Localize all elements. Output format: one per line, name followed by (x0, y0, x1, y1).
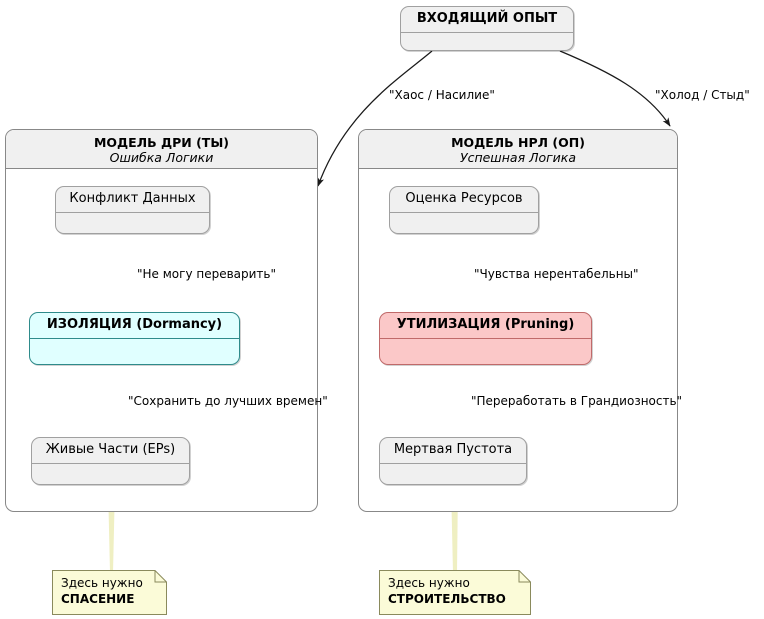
note-construction-line2: СТРОИТЕЛЬСТВО (388, 592, 506, 606)
node-ocenka-resursov-label: Оценка Ресурсов (390, 187, 538, 213)
node-utilizaciya-pruning-label: УТИЛИЗАЦИЯ (Pruning) (380, 313, 591, 339)
node-mertvaya-pustota[interactable]: Мертвая Пустота (379, 437, 527, 485)
note-shape (379, 570, 531, 615)
package-nrl-header: МОДЕЛЬ НРЛ (ОП) Успешная Логика (359, 130, 677, 169)
package-dri-subtitle: Ошибка Логики (109, 150, 214, 165)
note-construction-line1: Здесь нужно (388, 576, 470, 590)
node-konflikt-dannyh[interactable]: Конфликт Данных (55, 186, 210, 234)
node-utilizaciya-pruning[interactable]: УТИЛИЗАЦИЯ (Pruning) (379, 312, 592, 365)
note-rescue-line2: СПАСЕНИЕ (61, 592, 135, 606)
package-dri-header: МОДЕЛЬ ДРИ (ТЫ) Ошибка Логики (6, 130, 317, 169)
edge-label-cannot-digest: "Не могу переварить" (137, 267, 277, 281)
edge-source-to-dri (317, 50, 433, 187)
node-body (390, 213, 538, 233)
node-mertvaya-pustota-label: Мертвая Пустота (380, 438, 526, 464)
edge-label-rework-into-grandiosity: "Переработать в Грандиозность" (471, 394, 683, 408)
node-izolyaciya-dormancy[interactable]: ИЗОЛЯЦИЯ (Dormancy) (29, 312, 240, 365)
node-body (401, 33, 573, 53)
note-construction-text: Здесь нужно СТРОИТЕЛЬСТВО (379, 570, 518, 612)
note-rescue-text: Здесь нужно СПАСЕНИЕ (52, 570, 155, 612)
package-nrl-subtitle: Успешная Логика (459, 150, 577, 165)
node-source-experience-label: ВХОДЯЩИЙ ОПЫТ (401, 7, 573, 33)
note-rescue-line1: Здесь нужно (61, 576, 143, 590)
node-body (380, 464, 526, 484)
edge-label-save-for-better-times: "Сохранить до лучших времен" (128, 394, 328, 408)
node-konflikt-dannyh-label: Конфликт Данных (56, 187, 209, 213)
node-source-experience[interactable]: ВХОДЯЩИЙ ОПЫТ (400, 6, 574, 51)
note-construction[interactable]: Здесь нужно СТРОИТЕЛЬСТВО (379, 570, 531, 615)
note-shape (52, 570, 167, 615)
edge-source-to-nrl (559, 50, 671, 127)
edge-label-chaos-violence: "Хаос / Насилие" (389, 88, 495, 102)
edge-label-cold-shame: "Холод / Стыд" (655, 88, 750, 102)
node-body (30, 339, 239, 359)
node-zhivye-chasti-eps-label: Живые Части (EPs) (32, 438, 189, 464)
package-dri-title: МОДЕЛЬ ДРИ (ТЫ) (93, 135, 229, 150)
node-body (380, 339, 591, 359)
node-body (56, 213, 209, 233)
package-nrl-title: МОДЕЛЬ НРЛ (ОП) (451, 135, 585, 150)
edge-label-feelings-unprofitable: "Чувства нерентабельны" (474, 267, 639, 281)
node-ocenka-resursov[interactable]: Оценка Ресурсов (389, 186, 539, 234)
node-izolyaciya-dormancy-label: ИЗОЛЯЦИЯ (Dormancy) (30, 313, 239, 339)
note-rescue[interactable]: Здесь нужно СПАСЕНИЕ (52, 570, 167, 615)
node-zhivye-chasti-eps[interactable]: Живые Части (EPs) (31, 437, 190, 485)
node-body (32, 464, 189, 484)
